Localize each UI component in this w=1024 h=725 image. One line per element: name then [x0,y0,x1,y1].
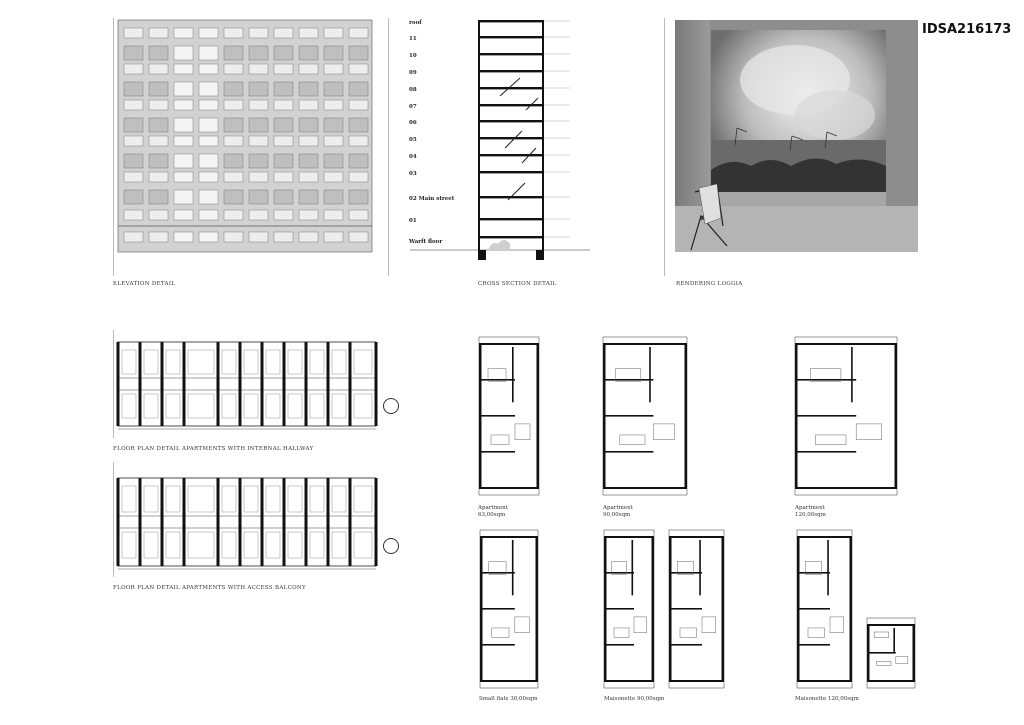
unit-label: Apartment 90,00sqm [603,505,633,519]
level-label: Warft floor [409,239,443,245]
level-label: 04 [409,154,417,160]
level-label: 11 [409,36,417,42]
unit-plan-apartment-90 [602,336,688,496]
unit-label: Maisonette 90,00sqm [604,696,665,702]
caption-plan-balcony: FLOOR PLAN DETAIL APARTMENTS WITH ACCESS… [113,585,306,591]
level-label: 01 [409,218,417,224]
unit-label: Maisonette 120,00sqm [795,696,859,702]
unit-plan-maisonette-120-b [866,617,916,689]
unit-name: Apartment [795,505,825,511]
frame-line [113,330,114,438]
north-arrow-icon [383,398,399,414]
floor-plan-internal-hallway [116,341,378,430]
caption-elevation: ELEVATION DETAIL [113,281,176,287]
level-label: 07 [409,104,417,110]
level-label: 05 [409,137,417,143]
board-id: IDSA216173 [922,22,1012,37]
level-label: 08 [409,87,417,93]
frame-line [388,18,389,276]
unit-area: 90,00sqm [603,512,631,519]
level-label: 09 [409,70,417,76]
unit-plan-maisonette-120-a [796,529,853,689]
unit-plan-apartment-120 [794,336,898,496]
frame-line [113,462,114,577]
level-label: 10 [409,53,417,59]
unit-plan-apartment-63 [478,336,540,496]
level-label: roof [409,20,422,26]
rendering-loggia-image [675,20,918,252]
caption-rendering: RENDERING LOGGIA [676,281,743,287]
unit-area: 63,00sqm [478,512,506,519]
elevation-drawing [117,19,373,253]
frame-line [113,18,114,276]
section-drawing [410,20,590,260]
unit-name: Apartment [478,505,508,511]
unit-plan-maisonette-90-b [668,529,725,689]
unit-plan-small-flats [479,529,539,689]
unit-label: Apartment 63,00sqm [478,505,508,519]
unit-label: Apartment 120,00sqm [795,505,826,519]
floor-plan-access-balcony [116,477,378,570]
north-arrow-icon [383,538,399,554]
frame-line [664,18,665,276]
caption-section: CROSS SECTION DETAIL [478,281,557,287]
caption-plan-hallway: FLOOR PLAN DETAIL APARTMENTS WITH INTERN… [113,446,314,452]
unit-plan-maisonette-90-a [603,529,655,689]
unit-area: 120,00sqm [795,512,826,519]
unit-label: Small flats 30,00sqm [479,696,538,702]
level-label: 02 Main street [409,196,455,202]
level-label: 06 [409,120,417,126]
unit-name: Apartment [603,505,633,511]
level-label: 03 [409,171,417,177]
